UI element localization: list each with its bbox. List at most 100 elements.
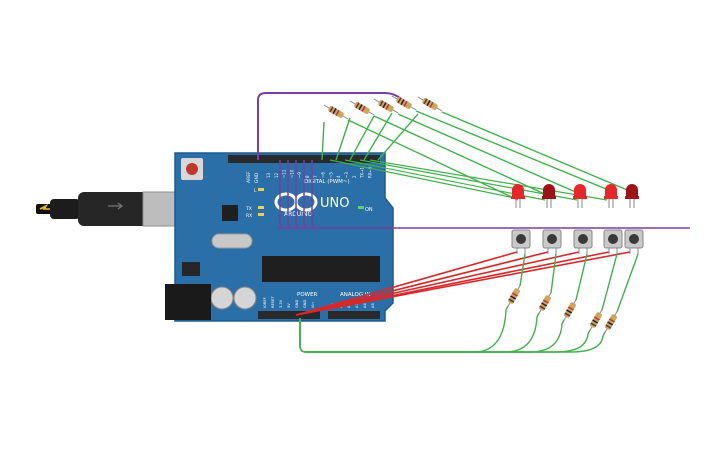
- pushbutton[interactable]: [624, 229, 644, 254]
- green-wire[interactable]: [415, 110, 612, 192]
- green-wire[interactable]: [335, 117, 351, 161]
- green-wire[interactable]: [329, 159, 516, 199]
- digital-pin-label: ~9: [297, 172, 302, 178]
- on-label: ON: [365, 207, 373, 213]
- purple-wire[interactable]: [287, 160, 295, 229]
- brand-label: ARDUINO: [284, 211, 313, 218]
- tx-led-label: TX: [245, 206, 252, 212]
- green-led-wires: [321, 110, 633, 201]
- digital-pin-label: RX←0: [367, 166, 372, 178]
- analog-header: [328, 311, 380, 319]
- digital-pin-label: ~11: [282, 169, 287, 178]
- analog-pin-label: A4: [363, 303, 367, 308]
- green-wire[interactable]: [519, 253, 526, 287]
- red-wire[interactable]: [295, 251, 549, 316]
- digital-pin-label: ~3: [344, 172, 349, 178]
- analog-pin-label: A5: [371, 303, 375, 308]
- voltage-regulator: [182, 262, 200, 276]
- green-wire[interactable]: [363, 112, 393, 161]
- green-wire[interactable]: [601, 253, 618, 311]
- lightning-icon: [39, 203, 50, 210]
- pushbutton[interactable]: [511, 229, 531, 254]
- digital-label: DIGITAL (PWM~): [304, 179, 350, 185]
- digital-pin-label: TX→1: [360, 166, 365, 179]
- l-led: [258, 188, 264, 191]
- led-resistor[interactable]: [372, 96, 399, 115]
- arduino-board[interactable]: ARDUINO UNO ON DIGITAL (PWM~) POWER ANAL…: [165, 152, 394, 322]
- green-wire[interactable]: [321, 121, 325, 161]
- green-wire[interactable]: [397, 113, 581, 195]
- green-wire[interactable]: [299, 318, 591, 353]
- gnd-label: GND: [254, 172, 260, 183]
- analog-label: ANALOG IN: [340, 292, 371, 298]
- power-header: [258, 311, 320, 319]
- button-resistor[interactable]: [536, 290, 554, 316]
- aref-label: AREF: [246, 171, 252, 183]
- green-wire[interactable]: [349, 115, 375, 161]
- power-label: POWER: [297, 292, 318, 298]
- usb-plug-housing: [78, 192, 148, 226]
- capacitor-2: [233, 286, 257, 310]
- red-wire[interactable]: [295, 251, 518, 316]
- purple-pin-wires: [279, 160, 319, 229]
- power-jack[interactable]: [165, 284, 211, 320]
- green-wire[interactable]: [616, 253, 639, 313]
- green-button-wires: [299, 253, 639, 353]
- green-wire[interactable]: [347, 119, 519, 201]
- purple-wire[interactable]: [279, 160, 287, 229]
- green-wire[interactable]: [441, 111, 633, 193]
- led[interactable]: [542, 184, 556, 208]
- digital-pin-label: 7: [313, 175, 318, 178]
- button-resistor[interactable]: [602, 309, 620, 335]
- green-wire[interactable]: [359, 159, 578, 201]
- cable-strain-relief: [50, 199, 80, 219]
- red-wire[interactable]: [295, 251, 580, 316]
- rx-led: [258, 213, 264, 216]
- green-wire[interactable]: [550, 253, 557, 294]
- red-button-wires: [295, 251, 631, 316]
- purple-wire[interactable]: [295, 160, 303, 229]
- digital-pin-label: 12: [274, 172, 279, 178]
- leds: [511, 184, 639, 208]
- purple-wire[interactable]: [311, 160, 319, 229]
- led-resistor[interactable]: [322, 102, 349, 121]
- capacitor-1: [210, 286, 234, 310]
- led[interactable]: [511, 184, 525, 208]
- l-led-label: L: [254, 188, 257, 194]
- led[interactable]: [573, 184, 587, 208]
- button-resistor[interactable]: [505, 283, 523, 309]
- led[interactable]: [604, 184, 618, 208]
- power-pin-label: RESET: [271, 296, 275, 308]
- purple-wire[interactable]: [303, 160, 311, 229]
- digital-pin-label: ~5: [328, 172, 333, 178]
- power-pin-label: IOREF: [263, 297, 267, 308]
- button-resistor[interactable]: [561, 297, 579, 323]
- button-resistor[interactable]: [587, 307, 605, 333]
- green-wire[interactable]: [377, 113, 419, 161]
- green-wire[interactable]: [299, 318, 606, 353]
- on-led: [358, 206, 364, 209]
- power-pin-label: GND: [303, 300, 307, 308]
- pushbutton[interactable]: [542, 229, 562, 254]
- pushbutton[interactable]: [603, 229, 623, 254]
- led[interactable]: [625, 184, 639, 208]
- led-resistor[interactable]: [416, 94, 443, 113]
- red-wire[interactable]: [295, 251, 631, 316]
- power-pin-label: 3.3V: [279, 299, 283, 308]
- digital-pin-label: 8: [305, 175, 310, 178]
- led-resistor[interactable]: [348, 98, 375, 117]
- usb-chip: [222, 205, 238, 221]
- pushbuttons: [511, 229, 644, 254]
- green-wire[interactable]: [373, 115, 550, 197]
- led-resistors: [322, 93, 443, 121]
- green-wire[interactable]: [369, 159, 608, 201]
- crystal-oscillator: [211, 233, 253, 249]
- green-wire[interactable]: [344, 159, 546, 201]
- green-wire[interactable]: [575, 253, 588, 301]
- pushbutton[interactable]: [573, 229, 593, 254]
- led-resistor[interactable]: [390, 93, 417, 112]
- button-resistors: [505, 283, 620, 335]
- digital-pin-label: 13: [266, 172, 271, 178]
